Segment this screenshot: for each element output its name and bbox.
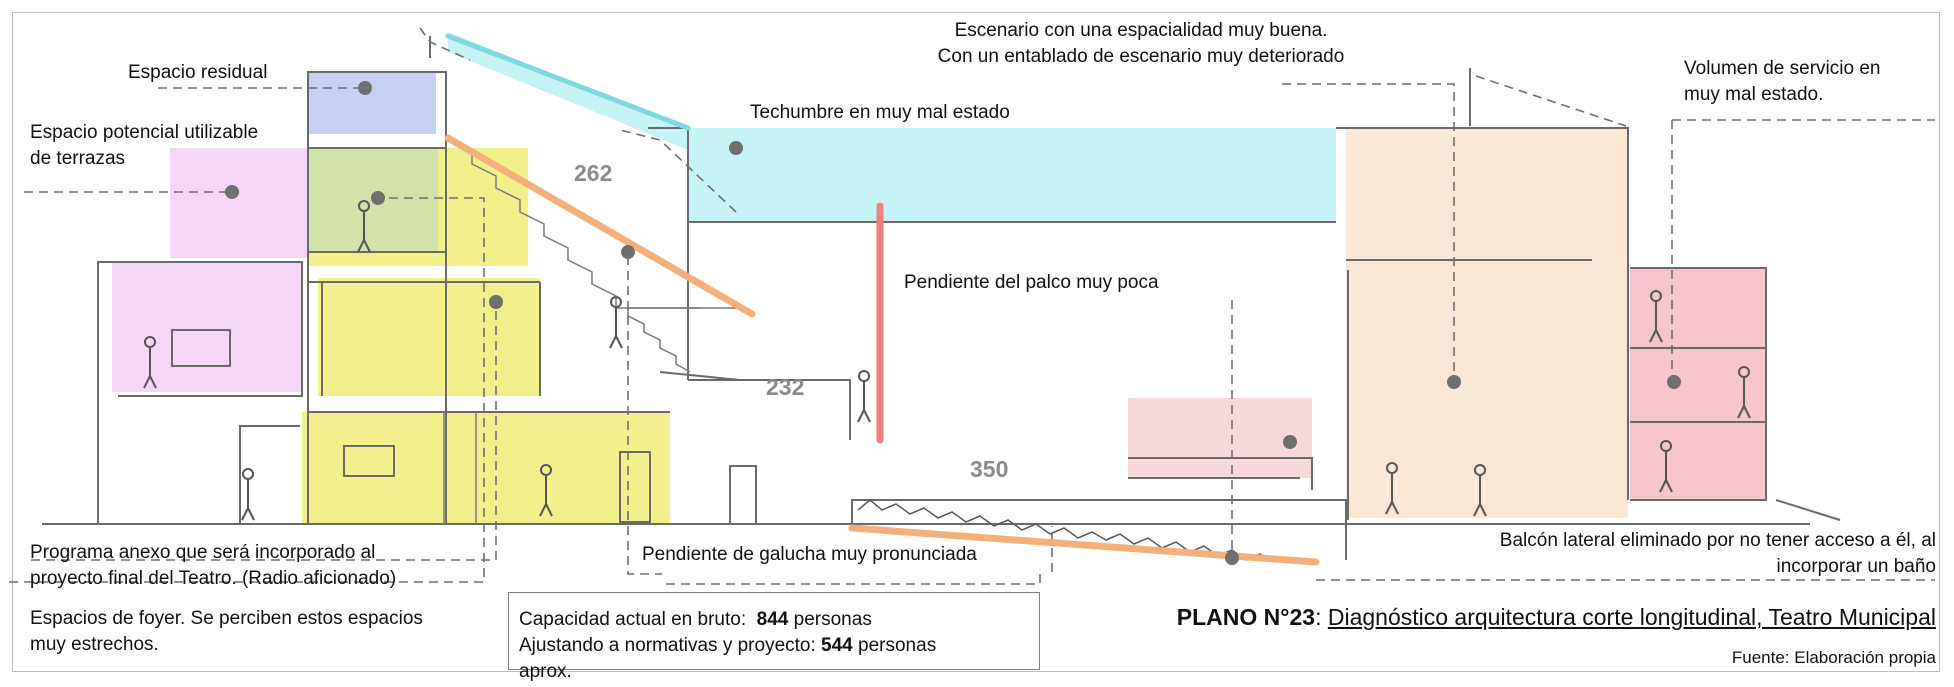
zone-roof: [688, 128, 1336, 222]
note-terrace-potential: Espacio potencial utilizable de terrazas: [30, 122, 259, 169]
note-roof-condition: Techumbre en muy mal estado: [750, 102, 1010, 123]
leader-lines: [4, 27, 1935, 585]
pin-roof: [729, 141, 743, 155]
capacity-current-unit: personas: [793, 609, 872, 630]
seating: [857, 499, 1275, 563]
zone-pink-box: [1128, 398, 1312, 478]
pin-foyer-upper: [371, 191, 385, 205]
marker-pins: [225, 81, 1681, 565]
plan-description: Diagnóstico arquitectura corte longitudi…: [1327, 604, 1936, 630]
dimension-350: 350: [970, 456, 1009, 482]
capacity-current-label: Capacidad actual en bruto:: [519, 609, 747, 630]
pin-box: [1283, 435, 1297, 449]
person-figure: [857, 370, 871, 423]
dimension-232: 232: [766, 374, 805, 400]
capacity-adjusted: Ajustando a normativas y proyecto: 544 p…: [519, 633, 1039, 659]
person-figure: [1737, 366, 1751, 419]
source-note: Fuente: Elaboración propia: [1731, 648, 1936, 667]
person-figure: [143, 336, 157, 389]
person-figure: [539, 464, 553, 517]
person-figure: [1659, 440, 1673, 493]
stairs-lines: [443, 139, 740, 524]
person-figure: [357, 200, 371, 253]
zone-terraces: [170, 148, 310, 258]
capacity-box: Capacidad actual en bruto: 844 personas …: [508, 592, 1040, 682]
note-service-volume: Volumen de servicio en muy mal estado.: [1684, 58, 1881, 105]
zone-terraces-lower: [112, 262, 302, 392]
note-annex-program: Programa anexo que será incorporado al p…: [30, 542, 397, 589]
pin-stalls: [1225, 551, 1239, 565]
note-side-balcony: Balcón lateral eliminado por no tener ac…: [1499, 530, 1936, 577]
pin-terraces: [225, 185, 239, 199]
capacity-adjusted-label: Ajustando a normativas y proyecto:: [519, 635, 816, 656]
zone-stage-tower: [1346, 128, 1628, 518]
pin-stage: [1447, 375, 1461, 389]
human-figures: [143, 200, 1751, 521]
capacity-adjusted-unit: personas: [858, 635, 937, 656]
pin-foyer-middle: [489, 295, 503, 309]
note-stalls-slope: Pendiente de galucha muy pronunciada: [642, 544, 977, 565]
person-figure: [241, 468, 255, 521]
note-foyer-spaces: Espacios de foyer. Se perciben estos esp…: [30, 608, 423, 655]
person-figure: [609, 296, 623, 349]
person-figure: [1473, 464, 1487, 517]
zone-residual-space: [308, 72, 436, 134]
capacity-adjusted-value: 544: [821, 635, 853, 656]
roof-edge-line: [445, 33, 691, 131]
plan-title-separator: :: [1315, 604, 1328, 630]
plan-title: PLANO N°23: Diagnóstico arquitectura cor…: [1177, 604, 1936, 631]
building-lines: [42, 36, 1841, 560]
pin-residual: [358, 81, 372, 95]
pin-service: [1667, 375, 1681, 389]
person-figure: [1649, 290, 1663, 343]
plan-number: PLANO N°23: [1176, 604, 1316, 630]
note-box-slope: Pendiente del palco muy poca: [904, 272, 1159, 293]
sheet-border: [12, 12, 1940, 672]
note-residual-space: Espacio residual: [128, 62, 268, 83]
dimension-262: 262: [574, 160, 613, 186]
capacity-current: Capacidad actual en bruto: 844 personas: [519, 607, 1039, 633]
capacity-approx: aprox.: [519, 661, 572, 682]
person-figure: [1385, 462, 1399, 515]
zone-foyer-middle: [318, 278, 540, 396]
zone-foyer-lower: [302, 412, 670, 524]
zone-service-volume: [1630, 268, 1766, 500]
slope-stair-line: [444, 134, 756, 318]
pin-stair: [621, 245, 635, 259]
capacity-current-value: 844: [756, 609, 789, 630]
note-stage-condition: Escenario con una espacialidad muy buena…: [937, 20, 1345, 67]
